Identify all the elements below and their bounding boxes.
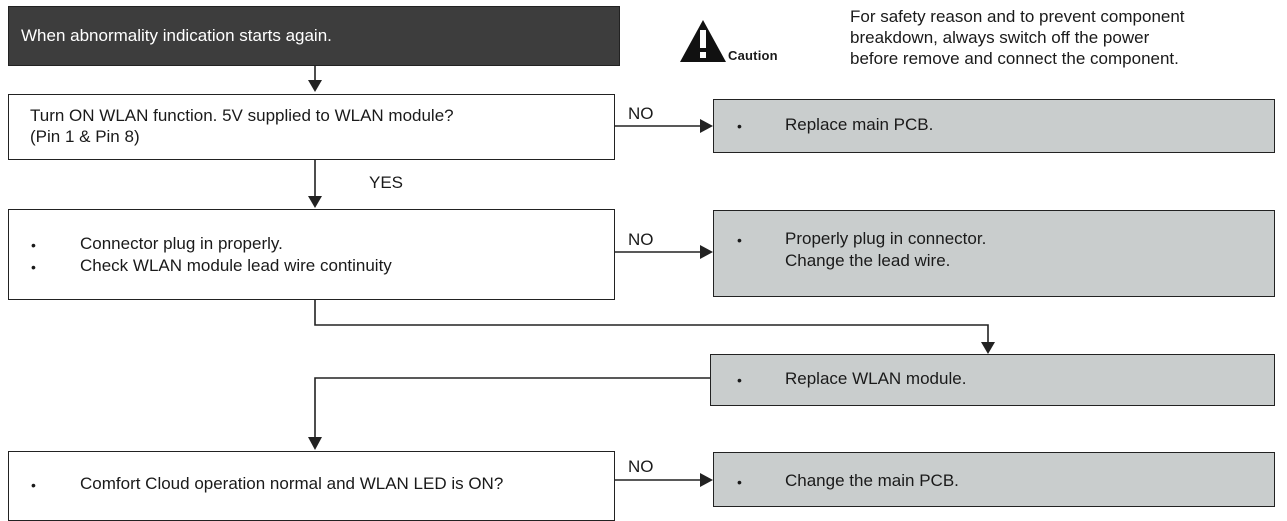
decision-box-5v-supply: Turn ON WLAN function. 5V supplied to WL… [8, 94, 615, 160]
decision-text: Comfort Cloud operation normal and WLAN … [80, 474, 504, 493]
bullet: • [737, 474, 742, 490]
bullet: • [737, 372, 742, 388]
arrowhead-right-1 [700, 119, 713, 133]
arrowhead-down-1 [308, 80, 322, 92]
start-box: When abnormality indication starts again… [8, 6, 620, 66]
action-text: Replace WLAN module. [785, 369, 967, 388]
check-item-2: Check WLAN module lead wire continuity [80, 256, 392, 275]
bullet: • [31, 259, 36, 275]
action-box-replace-wlan-module: • Replace WLAN module. [710, 354, 1275, 406]
action-text: Replace main PCB. [785, 115, 934, 134]
bullet: • [737, 118, 742, 134]
arrowhead-right-2 [700, 245, 713, 259]
action-text: Change the main PCB. [785, 471, 959, 490]
flow-connectors [308, 66, 995, 487]
yes-label: YES [369, 173, 404, 192]
action-text-2: Change the lead wire. [785, 251, 951, 270]
arrowhead-down-4 [308, 437, 322, 450]
bullet: • [737, 232, 742, 248]
no-label-1: NO [628, 104, 654, 123]
no-label-2: NO [628, 230, 654, 249]
action-box-change-main-pcb: • Change the main PCB. [713, 452, 1275, 507]
arrowhead-down-3 [981, 342, 995, 354]
bullet: • [31, 477, 36, 493]
action-text-1: Properly plug in connector. [785, 229, 987, 248]
no-label-3: NO [628, 457, 654, 476]
caution-label: Caution [728, 48, 778, 63]
decision-text-line2: (Pin 1 & Pin 8) [30, 127, 140, 146]
arrowhead-right-3 [700, 473, 713, 487]
arrowhead-down-2 [308, 196, 322, 208]
warning-triangle-icon [680, 20, 726, 62]
decision-text-line1: Turn ON WLAN function. 5V supplied to WL… [30, 106, 454, 125]
check-box-connector: • Connector plug in properly. • Check WL… [8, 209, 615, 300]
caution-note: For safety reason and to prevent compone… [850, 7, 1185, 68]
start-text: When abnormality indication starts again… [21, 26, 332, 45]
action-box-plug-connector: • Properly plug in connector. Change the… [713, 210, 1275, 297]
check-item-1: Connector plug in properly. [80, 234, 283, 253]
decision-box-comfort-cloud: • Comfort Cloud operation normal and WLA… [8, 451, 615, 521]
bullet: • [31, 237, 36, 253]
action-box-replace-main-pcb: • Replace main PCB. [713, 99, 1275, 153]
